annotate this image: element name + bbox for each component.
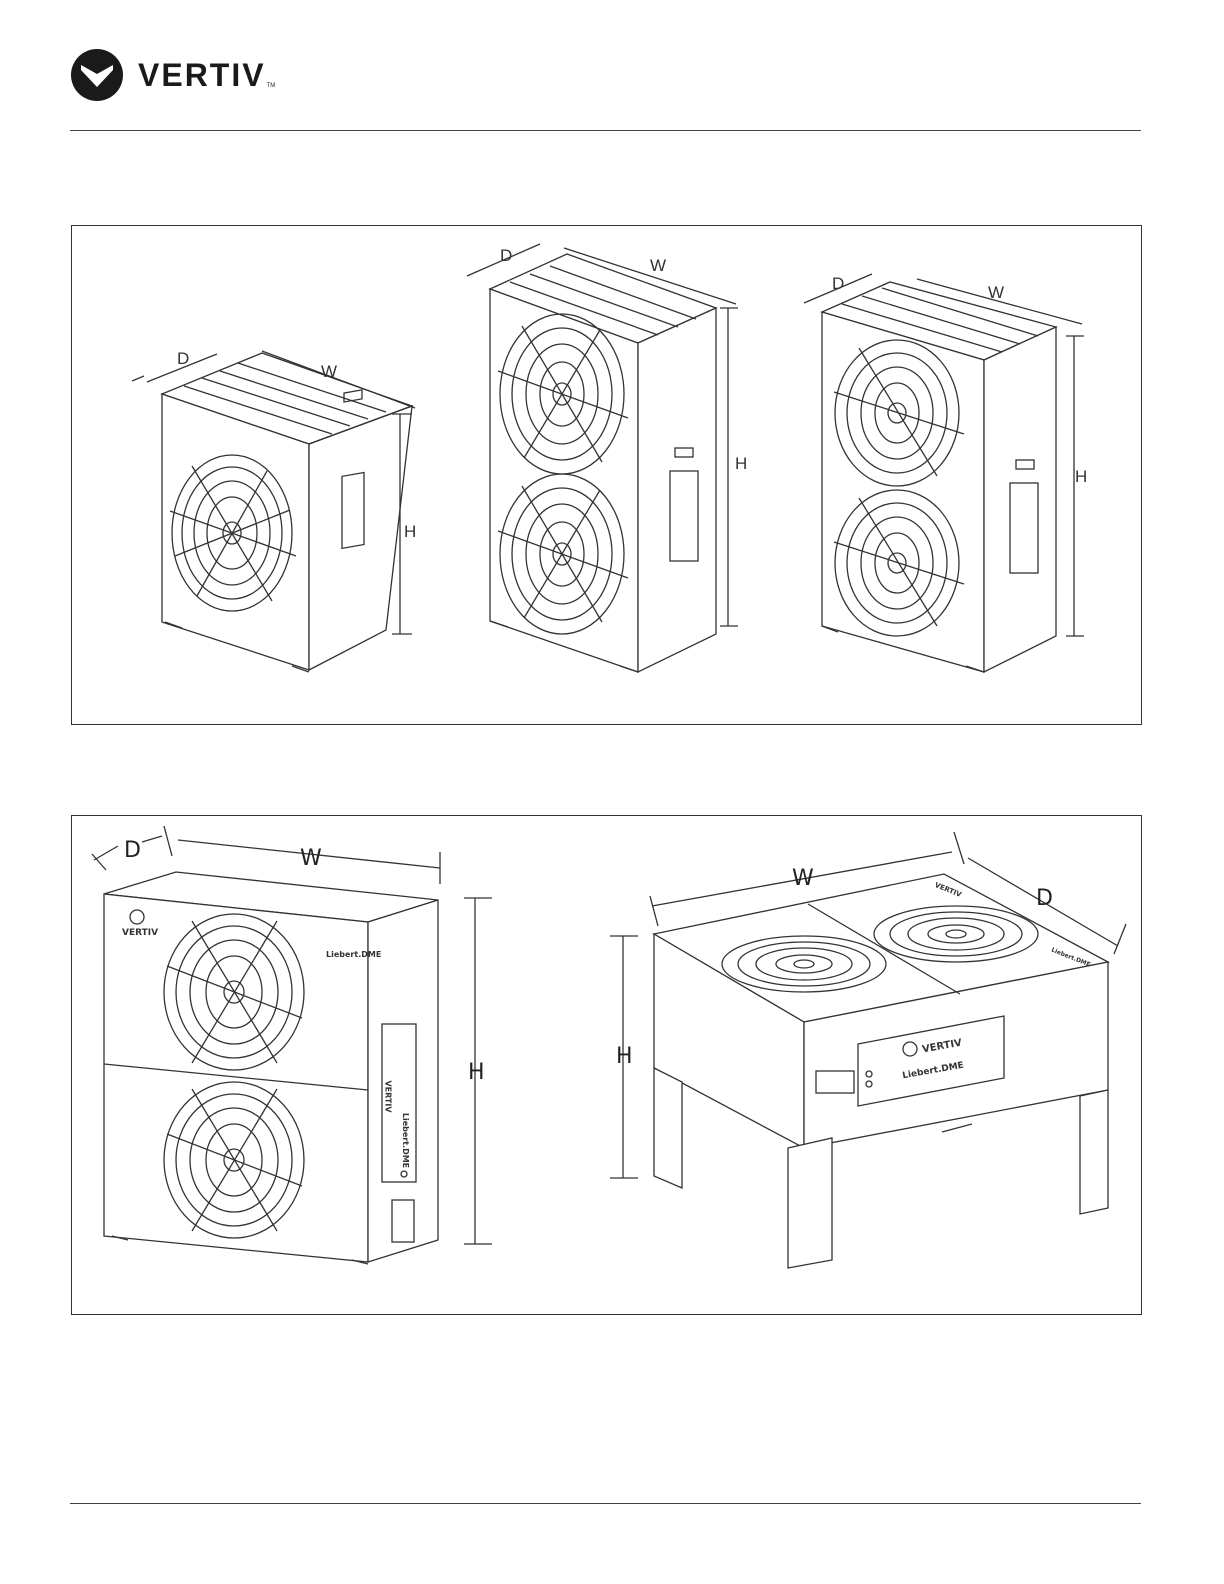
figure-1-drawing — [72, 226, 1141, 724]
unit-left-brand: VERTIV — [122, 928, 158, 938]
vertiv-logo: VERTIV TM — [70, 48, 275, 102]
unit-2-depth-label: D — [500, 246, 512, 266]
unit-2-height-label: H — [735, 454, 747, 474]
unit-left-panel-brand: VERTIV — [384, 1080, 393, 1112]
unit-left-drawing — [92, 826, 492, 1264]
unit-3-depth-label: D — [832, 274, 844, 294]
figure-1-panel: D W H D W H D W H — [71, 225, 1142, 725]
unit-left-model: Liebert.DME — [326, 950, 381, 959]
unit-right-width-label: W — [792, 866, 814, 891]
figure-2-drawing — [72, 816, 1141, 1314]
unit-2-width-label: W — [650, 256, 666, 276]
unit-3-drawing — [804, 274, 1084, 672]
trademark: TM — [267, 83, 276, 89]
unit-left-width-label: W — [300, 846, 322, 871]
unit-left-depth-label: D — [124, 838, 141, 863]
unit-left-height-label: H — [468, 1060, 485, 1085]
unit-1-height-label: H — [404, 522, 416, 542]
unit-left-panel-model: Liebert.DME — [401, 1113, 410, 1168]
unit-1-drawing — [132, 351, 415, 672]
unit-right-depth-label: D — [1036, 886, 1053, 911]
unit-1-width-label: W — [321, 362, 337, 382]
brand-name: VERTIV — [138, 57, 266, 94]
unit-2-drawing — [467, 244, 738, 672]
figure-2-panel: D W H VERTIV Liebert.DME VERTIV Liebert.… — [71, 815, 1142, 1315]
vertiv-chevron-icon — [70, 48, 124, 102]
unit-1-depth-label: D — [177, 349, 189, 369]
unit-3-width-label: W — [988, 283, 1004, 303]
unit-3-height-label: H — [1075, 467, 1087, 487]
header-rule — [70, 130, 1141, 131]
footer-rule — [70, 1503, 1141, 1504]
unit-right-height-label: H — [616, 1044, 633, 1069]
